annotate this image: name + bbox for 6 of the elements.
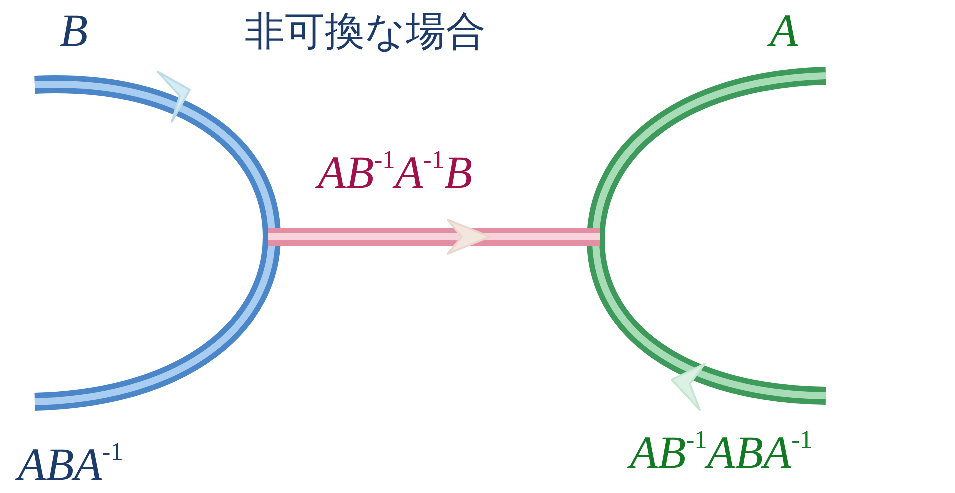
formula-label: ABA$^{-1}$: [18, 440, 124, 488]
formula-label: B: [60, 8, 88, 54]
formula-label: A: [770, 8, 798, 54]
formula-label: AB$^{-1}$ABA$^{-1}$: [630, 428, 813, 476]
formula-label: AB$^{-1}$A$^{-1}$B: [318, 148, 473, 196]
title: 非可換な場合: [245, 12, 486, 52]
